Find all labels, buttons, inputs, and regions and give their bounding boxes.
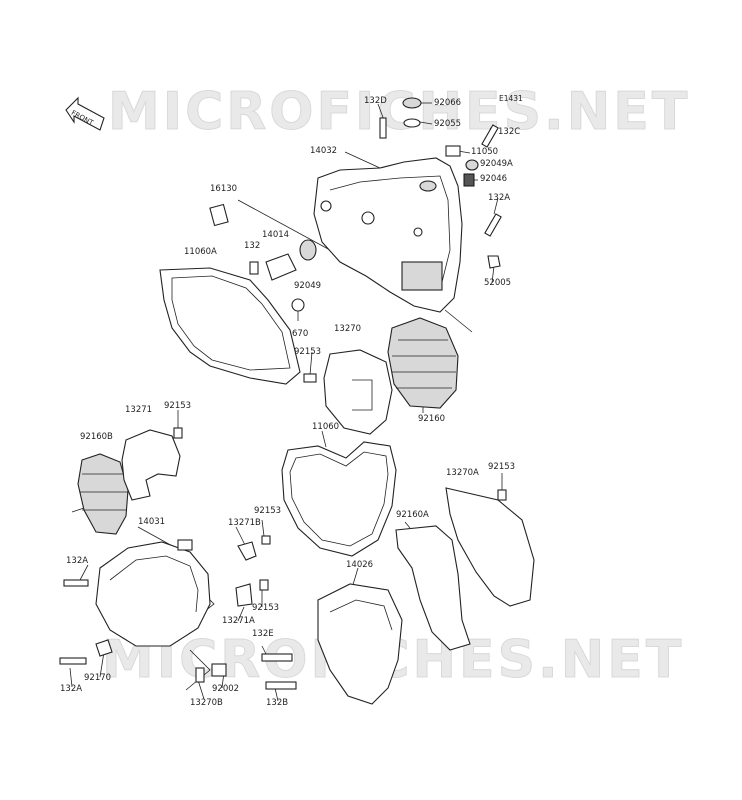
- gasket-11060a: [159, 267, 301, 385]
- label-132c: 132C: [498, 127, 521, 137]
- label-92046: 92046: [480, 174, 508, 184]
- label-92066: 92066: [434, 98, 462, 108]
- label-14032: 14032: [310, 146, 338, 156]
- label-92153-c: 92153: [488, 462, 516, 472]
- small-parts-left: [209, 203, 317, 383]
- label-92153-b: 92153: [164, 401, 192, 411]
- diagram-code: E1431: [499, 94, 523, 103]
- label-52005: 52005: [484, 278, 512, 288]
- mesh-92160: [387, 317, 459, 409]
- label-13271a: 13271A: [222, 616, 255, 626]
- label-13270b: 13270B: [190, 698, 223, 708]
- cover-14026: [317, 583, 403, 705]
- label-132b: 132B: [266, 698, 289, 708]
- label-92153-e: 92153: [252, 603, 280, 613]
- label-14014: 14014: [262, 230, 290, 240]
- label-92002: 92002: [212, 684, 240, 694]
- bracket-13271b: [237, 541, 257, 561]
- plate-13270a: [445, 487, 535, 607]
- watermark-top: MICROFICHES.NET: [107, 82, 691, 142]
- label-92049a: 92049A: [480, 159, 513, 169]
- plate-92160a: [395, 525, 471, 651]
- mesh-92160b: [77, 453, 129, 535]
- bracket-13271a: [235, 583, 253, 607]
- label-16130: 16130: [210, 184, 238, 194]
- label-92049: 92049: [294, 281, 322, 291]
- label-132: 132: [244, 241, 261, 251]
- label-92170: 92170: [84, 673, 112, 683]
- bolts-top: [379, 97, 502, 269]
- label-13271b: 13271B: [228, 518, 261, 528]
- label-92160: 92160: [418, 414, 446, 424]
- label-13270a: 13270A: [446, 468, 479, 478]
- label-92160b: 92160B: [80, 432, 113, 442]
- label-670: 670: [292, 329, 309, 339]
- label-92153-d: 92153: [254, 506, 282, 516]
- label-13270: 13270: [334, 324, 362, 334]
- crankcase-cover: [313, 157, 463, 313]
- front-arrow-icon: [65, 96, 105, 131]
- label-11050: 11050: [471, 147, 499, 157]
- label-13271: 13271: [125, 405, 153, 415]
- plate-13270: [323, 349, 393, 435]
- cover-14031: [95, 539, 211, 647]
- gasket-11060: [281, 441, 397, 557]
- label-14031: 14031: [138, 517, 166, 527]
- label-132a-top: 132A: [488, 193, 511, 203]
- label-11060a: 11060A: [184, 247, 217, 257]
- label-14026: 14026: [346, 560, 374, 570]
- label-132e: 132E: [252, 629, 274, 639]
- label-132d: 132D: [364, 96, 387, 106]
- label-11060: 11060: [312, 422, 340, 432]
- label-92055: 92055: [434, 119, 462, 129]
- label-132a-mid: 132A: [66, 556, 89, 566]
- plate-13271: [121, 429, 181, 501]
- label-132a-bot: 132A: [60, 684, 83, 694]
- label-92153-a: 92153: [294, 347, 322, 357]
- label-92160a: 92160A: [396, 510, 429, 520]
